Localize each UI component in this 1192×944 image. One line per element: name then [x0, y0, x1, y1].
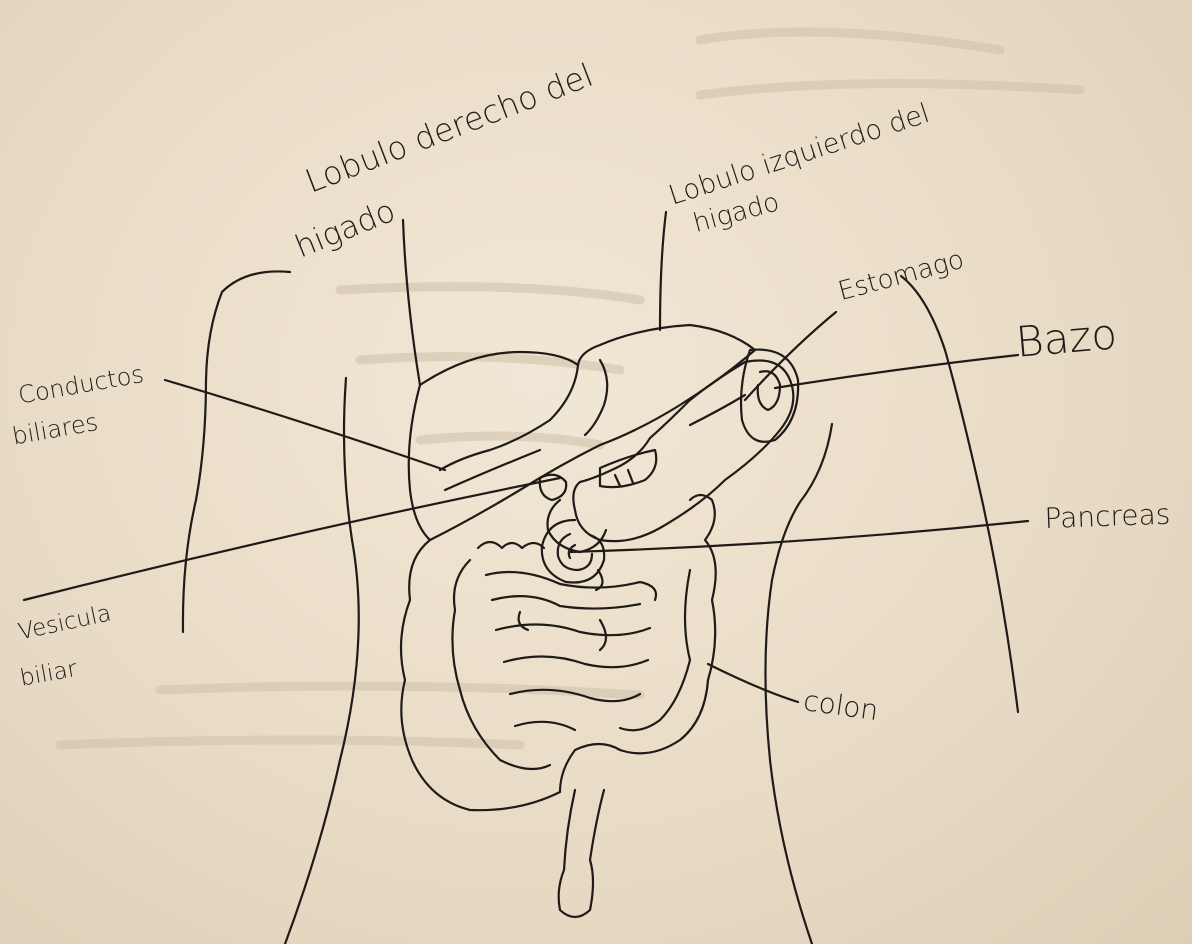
bleed-through-marks [60, 32, 1080, 745]
leader-bazo [775, 355, 1018, 388]
small-intestine-drawing [478, 542, 656, 730]
leader-colon [708, 664, 798, 702]
label-bazo: Bazo [1014, 309, 1119, 367]
gallbladder-drawing [540, 475, 606, 552]
leader-vesicula [24, 478, 560, 600]
rectum-drawing [559, 790, 604, 917]
label-pancreas: Pancreas [1044, 498, 1171, 535]
leader-conductos [165, 380, 445, 470]
leader-lobulo-izquierdo [660, 212, 666, 330]
